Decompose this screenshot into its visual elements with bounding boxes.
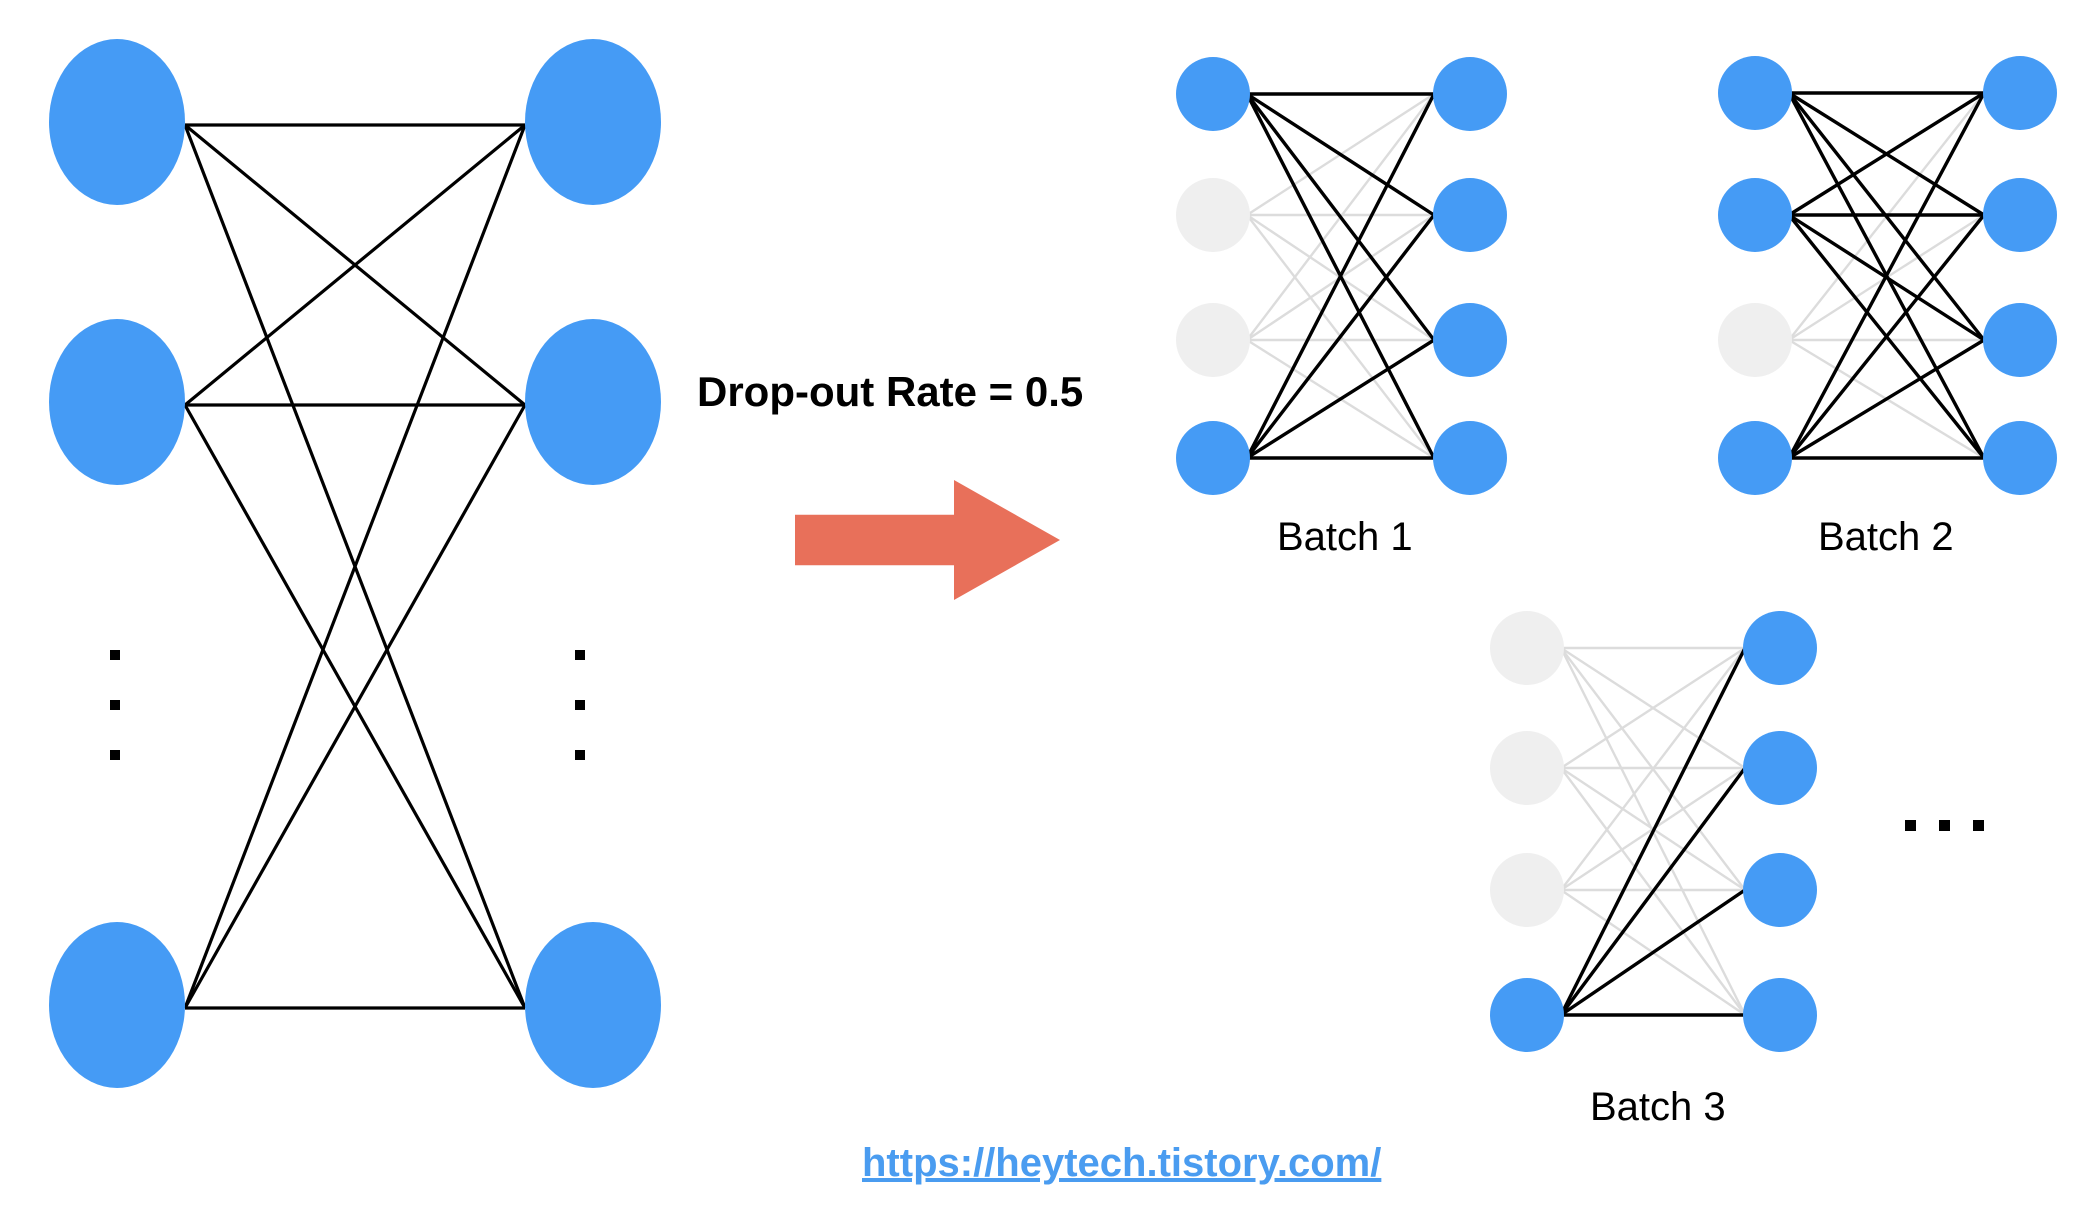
batch-edge-active (1245, 92, 1436, 342)
horizontal-ellipsis-dot (1973, 820, 1984, 831)
batch-3-right-node-4 (1743, 978, 1817, 1052)
batch-3-left-node-4 (1490, 978, 1564, 1052)
batch-2-right-node-4 (1983, 421, 2057, 495)
batch-1-label: Batch 1 (1277, 515, 1413, 559)
full-network-node-R3 (525, 922, 661, 1088)
batch-edge-active (1246, 338, 1435, 460)
source-url-link[interactable]: https://heytech.tistory.com/ (862, 1141, 1382, 1185)
batch-1-left-node-1 (1176, 57, 1250, 131)
full-network-node-L3 (49, 922, 185, 1088)
full-network-edge (183, 404, 527, 1009)
batch-3-right-node-3 (1743, 853, 1817, 927)
batch-3-right-node-1 (1743, 611, 1817, 685)
batch-1-right-node-2 (1433, 178, 1507, 252)
vertical-ellipsis-dot (110, 650, 120, 660)
full-network-node-L1 (49, 39, 185, 205)
batch-3-left-node-2 (1490, 731, 1564, 805)
transform-arrow-icon (795, 480, 1060, 600)
full-network-edge (183, 124, 527, 1009)
batch-edge-active (1245, 213, 1436, 460)
batch-2-label: Batch 2 (1818, 515, 1954, 559)
batch-1-left-node-3 (1176, 303, 1250, 377)
vertical-ellipsis-dot (110, 750, 120, 760)
batch-1-right-node-3 (1433, 303, 1507, 377)
batch-3-label: Batch 3 (1590, 1085, 1726, 1129)
batch-2-right-node-3 (1983, 303, 2057, 377)
batch-2-right-node-1 (1983, 56, 2057, 130)
batch-1-right-node-4 (1433, 421, 1507, 495)
vertical-ellipsis-dot (575, 700, 585, 710)
vertical-ellipsis-dot (575, 650, 585, 660)
full-network-node-R1 (525, 39, 661, 205)
batch-edge-active (1787, 92, 1986, 459)
batch-2-left-node-4 (1718, 421, 1792, 495)
full-network-node-R2 (525, 319, 661, 485)
batch-2-right-node-2 (1983, 178, 2057, 252)
batch-2-left-node-2 (1718, 178, 1792, 252)
batch-3-right-node-2 (1743, 731, 1817, 805)
batch-2-left-node-1 (1718, 56, 1792, 130)
horizontal-ellipsis-dot (1939, 820, 1950, 831)
batch-1-left-node-4 (1176, 421, 1250, 495)
batch-edge-active (1560, 888, 1746, 1017)
horizontal-ellipsis-dot (1905, 820, 1916, 831)
batch-edge-active (1788, 91, 1985, 217)
dropout-rate-label: Drop-out Rate = 0.5 (697, 368, 1084, 415)
batch-edge-dropped (1560, 647, 1746, 891)
batch-1-left-node-2 (1176, 178, 1250, 252)
batch-edge-active (1245, 93, 1436, 459)
batch-edge-active (1246, 92, 1435, 217)
batch-edge-active (1559, 766, 1747, 1017)
batch-edge-active (1788, 338, 1985, 460)
batch-2-left-node-3 (1718, 303, 1792, 377)
batch-edge-active (1559, 647, 1747, 1016)
batch-edge-active (1787, 213, 1986, 460)
batch-3-left-node-1 (1490, 611, 1564, 685)
full-network-node-L2 (49, 319, 185, 485)
batch-3-left-node-3 (1490, 853, 1564, 927)
batch-1-right-node-1 (1433, 57, 1507, 131)
batch-edge-dropped (1560, 646, 1746, 770)
vertical-ellipsis-dot (110, 700, 120, 710)
vertical-ellipsis-dot (575, 750, 585, 760)
full-network-edge (183, 123, 527, 407)
